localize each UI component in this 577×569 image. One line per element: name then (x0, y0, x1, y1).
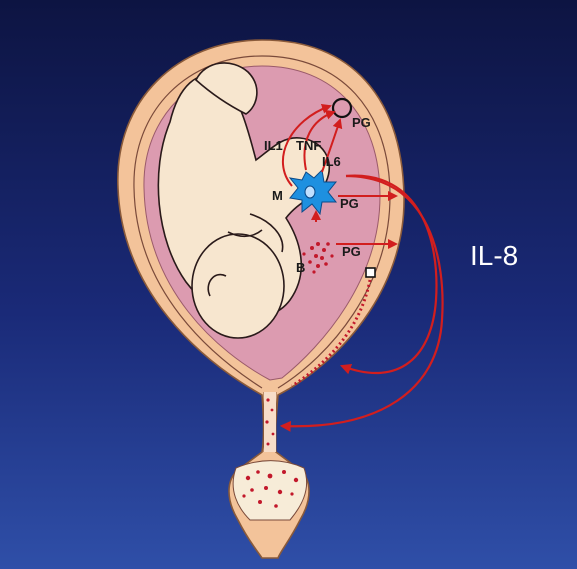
label-il6: IL6 (322, 154, 341, 169)
label-tnf: TNF (296, 138, 321, 153)
title-il8: IL-8 (470, 240, 518, 271)
cervical-canal (264, 392, 276, 452)
label-pg-mid: PG (340, 196, 359, 211)
cervix-region (233, 461, 306, 521)
label-m: M (272, 188, 283, 203)
label-il1: IL1 (264, 138, 283, 153)
membrane-square (366, 268, 375, 277)
label-pg-low: PG (342, 244, 361, 259)
label-pg-top: PG (352, 115, 371, 130)
label-b: B (296, 260, 305, 275)
